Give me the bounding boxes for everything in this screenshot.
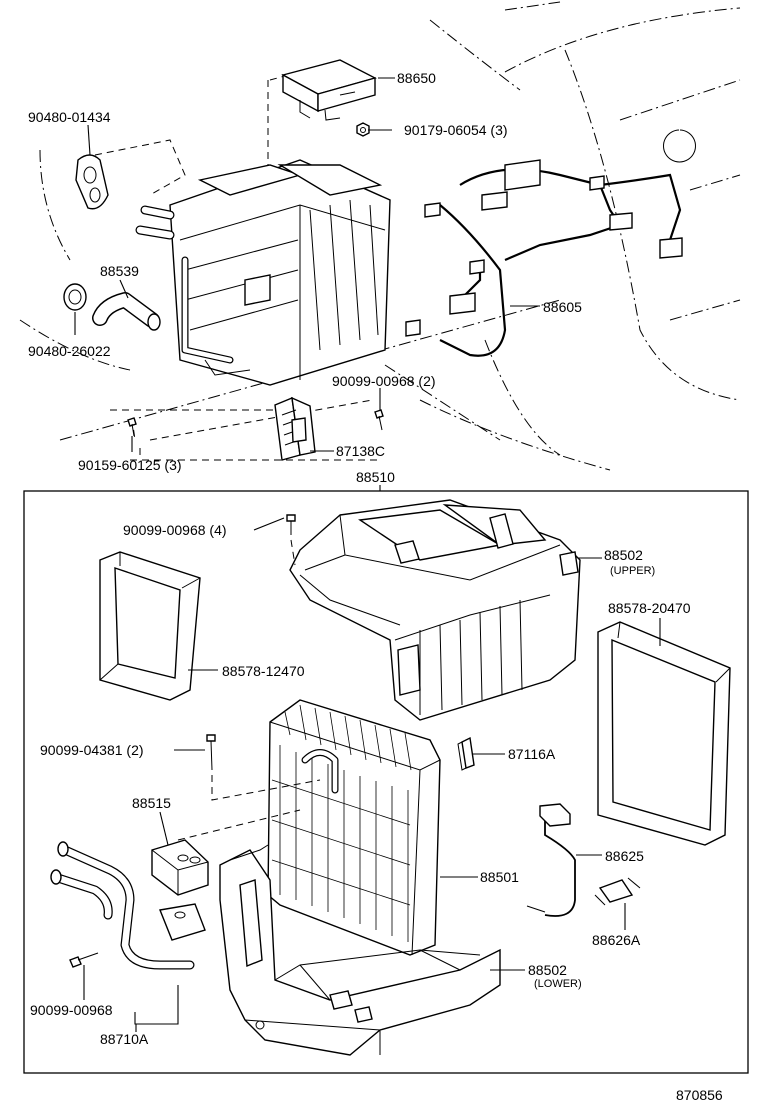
clip-87116A: [457, 736, 475, 771]
label-90159-60125: 90159-60125 (3): [78, 457, 182, 473]
evaporator-88501: [267, 699, 441, 956]
nut-90179-06054: [356, 122, 370, 137]
label-88539: 88539: [100, 263, 139, 279]
seal-88578-12470: [99, 551, 201, 701]
label-88710A: 88710A: [100, 1031, 149, 1047]
seal-88578-20470: [597, 621, 731, 846]
label-90099-00968-2: 90099-00968 (2): [332, 373, 436, 389]
screw-90159-60125: [127, 417, 137, 437]
label-90179-06054: 90179-06054 (3): [404, 122, 508, 138]
assembly-88510-box: 88510: [23, 469, 749, 1074]
clamp-88626A: [594, 877, 641, 906]
label-90099-00968-4: 90099-00968 (4): [123, 522, 227, 538]
label-88502-lower-note: (LOWER): [534, 978, 582, 990]
label-88605: 88605: [543, 299, 582, 315]
label-90099-00968: 90099-00968: [30, 1002, 113, 1018]
label-88502-lower: 88502: [528, 962, 567, 978]
screw-90099-00968-top: [374, 409, 384, 431]
expansion-valve-88515: [151, 809, 301, 896]
wire-harness-88605: [405, 159, 683, 357]
label-88502-upper-note: (UPPER): [610, 565, 655, 577]
grommet-90480-01434: [75, 154, 109, 210]
thermistor-88625: [526, 803, 576, 917]
screw-90099-04381: [206, 734, 321, 801]
bolt-90099-00968: [69, 952, 99, 968]
upper-case-88502: [289, 499, 581, 721]
lower-case-88502: [219, 844, 501, 1056]
label-88501: 88501: [480, 869, 519, 885]
screw-90099-00968-4: [286, 514, 296, 566]
resistor-87138C: [274, 396, 316, 461]
amplifier-module-88650: [281, 59, 377, 121]
label-88578-12470: 88578-12470: [222, 663, 305, 679]
label-88578-20470: 88578-20470: [608, 600, 691, 616]
grommet-90480-26022: [63, 283, 87, 311]
label-90480-26022: 90480-26022: [28, 343, 111, 359]
label-90099-04381: 90099-04381 (2): [40, 742, 144, 758]
hose-88539: [92, 292, 161, 331]
figure-number: 870856: [676, 1087, 723, 1103]
labels-top: 88650 90480-01434 90179-06054 (3) 88539 …: [28, 70, 582, 473]
label-88515: 88515: [132, 795, 171, 811]
labels-assembly: 90099-00968 (4) 88502 (UPPER) 88578-2047…: [30, 517, 691, 1047]
label-87116A: 87116A: [508, 746, 556, 762]
label-87138C: 87138C: [336, 443, 385, 459]
suction-tube-88710A: [50, 841, 206, 970]
label-88650: 88650: [397, 70, 436, 86]
label-90480-01434: 90480-01434: [28, 109, 111, 125]
label-88502-upper: 88502: [604, 547, 643, 563]
label-88625: 88625: [605, 848, 644, 864]
label-88510: 88510: [356, 469, 395, 485]
cooling-unit-assembly-top: [135, 159, 391, 386]
label-88626A: 88626A: [592, 932, 641, 948]
